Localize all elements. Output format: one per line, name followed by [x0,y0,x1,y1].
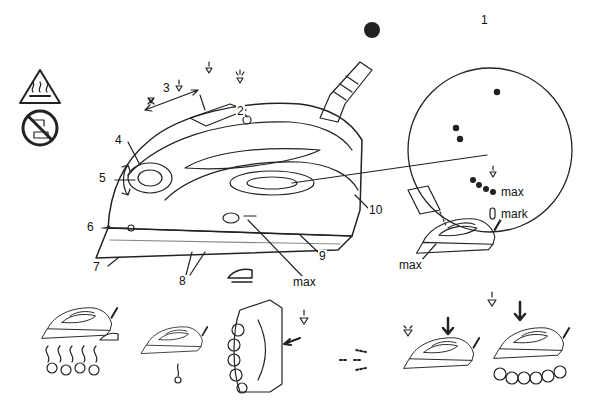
temperature-dial [408,68,572,232]
level-mark: max [292,276,317,288]
callout-number: 3 [162,82,171,94]
usage-steps [42,292,569,393]
callout-number: 5 [98,172,107,184]
filling-iron [408,186,501,262]
hot-surface-warning [20,70,60,103]
iron-symbol [228,269,252,282]
callout-number: 2 [236,105,245,117]
no-tap-water-symbol [23,111,57,145]
callout-number: 6 [86,221,95,233]
callout-number: 1 [480,14,489,26]
steam-symbols [148,62,244,104]
callout-number: 8 [178,275,187,287]
steam-iron [96,62,372,275]
dial-mark: max [500,186,525,198]
callout-number: 7 [92,261,101,273]
callout-number: 10 [368,204,383,216]
leader-lines [102,90,487,277]
callout-number: 9 [318,250,327,262]
ink-dot [364,22,380,38]
mark-text: mark [500,208,529,220]
callout-number: 4 [114,134,123,146]
level-mark: max [398,259,423,271]
